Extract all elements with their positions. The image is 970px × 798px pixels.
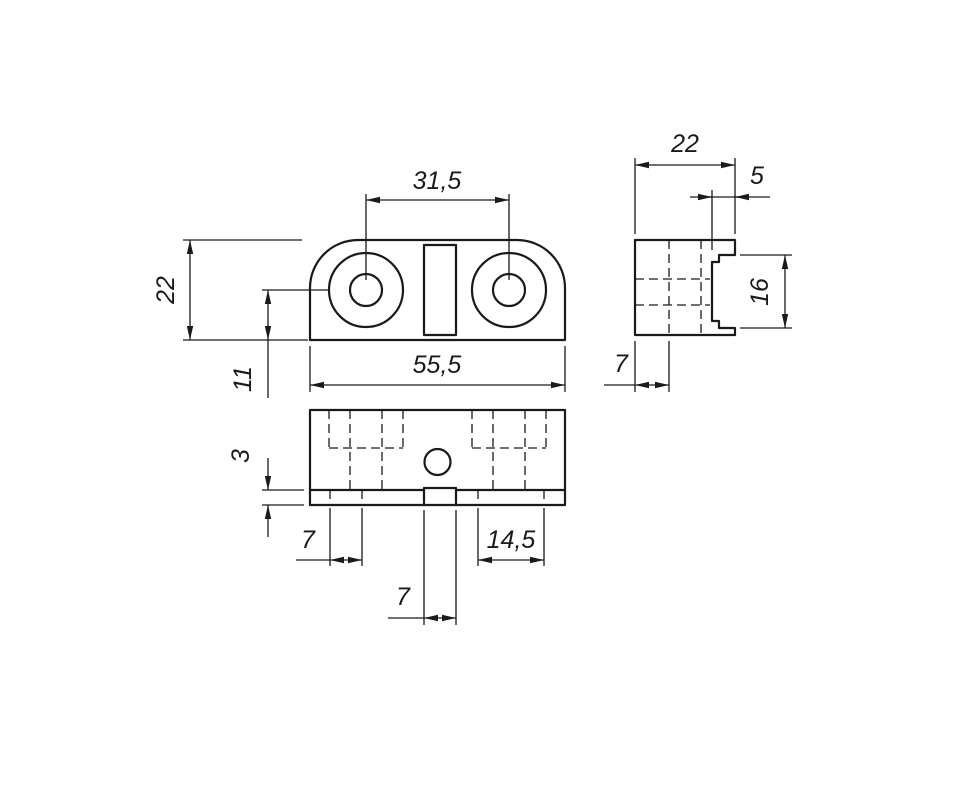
side-hidden-lines <box>635 240 710 335</box>
dim-part-depth-extensions <box>183 239 308 341</box>
dim-hole-offset: 11 <box>229 289 328 398</box>
dim-hole-offset-label: 11 <box>229 366 257 392</box>
dim-right-groove-extensions <box>477 508 545 566</box>
dim-side-width: 22 <box>634 130 736 234</box>
dim-step-depth-label: 5 <box>750 162 764 190</box>
dim-center-slot: 7 <box>388 510 457 625</box>
dim-left-groove: 7 <box>296 508 363 566</box>
front-center-hole-circle <box>423 447 452 477</box>
dim-recess-height-label: 3 <box>227 449 255 463</box>
front-view-outline <box>308 408 567 507</box>
top-view-outline <box>308 238 567 342</box>
dim-part-depth-label: 22 <box>152 276 180 305</box>
dim-part-width: 55,5 <box>309 346 566 392</box>
dim-right-groove: 14,5 <box>477 508 545 566</box>
side-view <box>633 238 737 337</box>
dim-hole-spacing: 31,5 <box>365 167 510 280</box>
dim-hole-offset-extensions <box>262 289 328 398</box>
dim-face-to-hole: 7 <box>604 341 670 392</box>
dim-part-depth: 22 <box>152 239 308 341</box>
dim-notch-height: 16 <box>740 254 792 329</box>
side-view-outline <box>633 238 737 337</box>
dim-notch-height-label: 16 <box>746 278 774 306</box>
front-center-slot <box>422 486 458 507</box>
dim-face-to-hole-label: 7 <box>614 350 629 378</box>
dim-left-groove-extensions <box>296 508 363 566</box>
dim-left-groove-label: 7 <box>301 526 316 554</box>
dim-hole-spacing-label: 31,5 <box>413 167 462 195</box>
dim-side-width-label: 22 <box>670 130 699 158</box>
front-hidden-lines <box>328 410 547 505</box>
dim-part-width-label: 55,5 <box>413 351 462 379</box>
front-view <box>308 408 567 507</box>
center-slot-rect <box>422 243 458 337</box>
dim-recess-height: 3 <box>227 449 304 537</box>
dim-right-groove-label: 14,5 <box>487 526 536 554</box>
dimensions: 31,5 22 11 55,5 3 <box>152 130 792 625</box>
dim-center-slot-extensions <box>388 510 457 625</box>
dim-step-depth: 5 <box>690 162 770 250</box>
dim-center-slot-label: 7 <box>396 583 411 611</box>
dim-hole-spacing-extensions <box>365 194 510 280</box>
